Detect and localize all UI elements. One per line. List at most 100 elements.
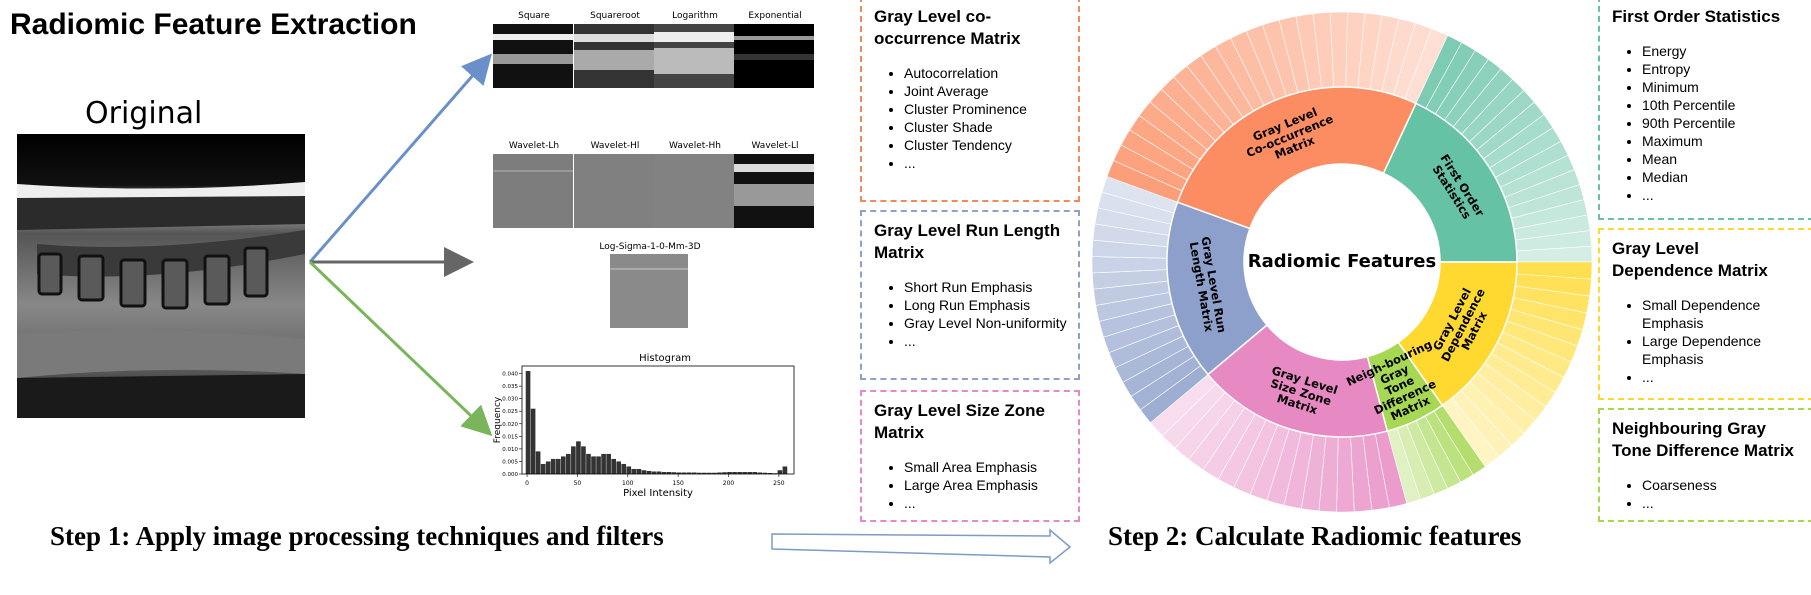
filter-label-square: Square (518, 11, 550, 21)
histogram-bar (671, 472, 677, 474)
histogram-bar (591, 456, 596, 474)
histogram-bar (712, 472, 717, 474)
gldm-box-title: Gray Level Dependence Matrix (1612, 239, 1768, 280)
histogram-bar (601, 453, 606, 474)
list-item: Gray Level Non-uniformity (904, 314, 1068, 332)
histogram-bar (611, 458, 616, 474)
histogram-bar (732, 471, 737, 474)
step-arrow (771, 528, 1072, 565)
histogram-ylabel: Frequency (493, 396, 503, 443)
histogram-bar (727, 471, 732, 474)
filter-image-logarithm (654, 24, 734, 88)
list-item: Small Area Emphasis (904, 458, 1068, 476)
fos-box: First Order Statistics Energy Entropy Mi… (1598, 0, 1811, 220)
list-item: ... (1642, 494, 1802, 512)
ngtdm-box: Neighbouring Gray Tone Difference Matrix… (1598, 408, 1811, 522)
histogram-bar (576, 441, 581, 474)
histogram-bar (636, 468, 642, 474)
list-item: Median (1642, 168, 1802, 186)
glrlm-box-title: Gray Level Run Length Matrix (874, 221, 1061, 262)
list-item: Cluster Tendency (904, 136, 1068, 154)
gldm-box: Gray Level Dependence Matrix Small Depen… (1598, 228, 1811, 400)
list-item: Minimum (1642, 78, 1802, 96)
list-item: Short Run Emphasis (904, 278, 1068, 296)
histogram-bar (742, 471, 747, 474)
histogram-bar (586, 453, 591, 474)
filter-label-log-sigma: Log-Sigma-1-0-Mm-3D (599, 242, 701, 252)
histogram-xlabel: Pixel Intensity (623, 488, 693, 499)
sunburst-center-label: Radiomic Features (1248, 251, 1436, 272)
filter-label-wavelet-ll: Wavelet-Ll (751, 141, 799, 151)
histogram-bar (641, 470, 647, 474)
histogram-bar (621, 463, 627, 474)
histogram-bar (581, 446, 586, 474)
histogram-ytick: 0.010 (502, 447, 518, 453)
histogram-bar (661, 471, 667, 474)
list-item: Entropy (1642, 60, 1802, 78)
histogram-xtick: 0 (525, 480, 529, 487)
step1-caption: Step 1: Apply image processing technique… (50, 521, 664, 551)
list-item: Joint Average (904, 82, 1068, 100)
filter-label-squareroot: Squareroot (590, 11, 640, 21)
glcm-box-title: Gray Level co-occurrence Matrix (874, 7, 1021, 48)
original-label: Original (85, 96, 203, 131)
filter-label-wavelet-hh: Wavelet-Hh (669, 141, 721, 151)
histogram-xtick: 250 (773, 480, 785, 487)
histogram-bar (777, 470, 783, 474)
list-item: 10th Percentile (1642, 96, 1802, 114)
list-item: ... (1642, 186, 1802, 204)
histogram-ytick: 0.000 (502, 472, 518, 478)
list-item: 90th Percentile (1642, 114, 1802, 132)
arrow-to-histogram (308, 260, 493, 437)
histogram-bar (530, 408, 536, 474)
histogram-bar (737, 471, 742, 474)
list-item: Maximum (1642, 132, 1802, 150)
histogram-bar (747, 471, 752, 474)
histogram-ytick: 0.005 (502, 459, 518, 465)
histogram-bar (722, 472, 727, 474)
fos-box-title: First Order Statistics (1612, 7, 1781, 26)
histogram-bar (676, 472, 682, 474)
arrow-to-filters (308, 53, 492, 263)
page-title: Radiomic Feature Extraction (10, 8, 417, 41)
histogram-bar (566, 453, 571, 474)
list-item: Small Dependence Emphasis (1642, 296, 1802, 332)
filter-image-log-sigma (610, 254, 688, 328)
filter-image-exponential (734, 24, 814, 88)
glrlm-box: Gray Level Run Length Matrix Short Run E… (860, 210, 1080, 380)
filter-image-squareroot (574, 24, 654, 88)
filter-image-wavelet-ll (734, 154, 814, 228)
histogram-frame (521, 365, 795, 475)
histogram-bar (525, 371, 531, 474)
histogram-bar (681, 472, 687, 474)
histogram-bar (707, 472, 712, 474)
histogram-bar (702, 472, 707, 474)
histogram-xtick: 50 (574, 480, 582, 487)
list-item: Energy (1642, 42, 1802, 60)
histogram-bar (757, 472, 763, 474)
list-item: Coarseness (1642, 476, 1802, 494)
filter-image-square (493, 24, 573, 88)
list-item: ... (904, 332, 1068, 350)
histogram-bar (571, 446, 576, 474)
original-mri-image (17, 134, 305, 418)
list-item: Large Dependence Emphasis (1642, 332, 1802, 368)
step2-caption: Step 2: Calculate Radiomic features (1108, 521, 1522, 551)
filter-image-wavelet-lh (493, 154, 573, 228)
histogram-ytick: 0.025 (502, 409, 518, 415)
histogram-bar (545, 461, 551, 474)
list-item: ... (1642, 368, 1802, 386)
filter-image-wavelet-hh (654, 154, 734, 228)
histogram-bar (606, 453, 611, 474)
histogram-ytick: 0.030 (502, 397, 518, 403)
histogram-bar (646, 470, 652, 474)
histogram-xtick: 100 (622, 480, 634, 487)
histogram-bar (535, 451, 541, 474)
histogram-bar (550, 458, 556, 474)
list-item: Autocorrelation (904, 64, 1068, 82)
filter-image-wavelet-hl (574, 154, 654, 228)
histogram-ytick: 0.020 (502, 422, 518, 428)
histogram-bar (696, 472, 702, 474)
